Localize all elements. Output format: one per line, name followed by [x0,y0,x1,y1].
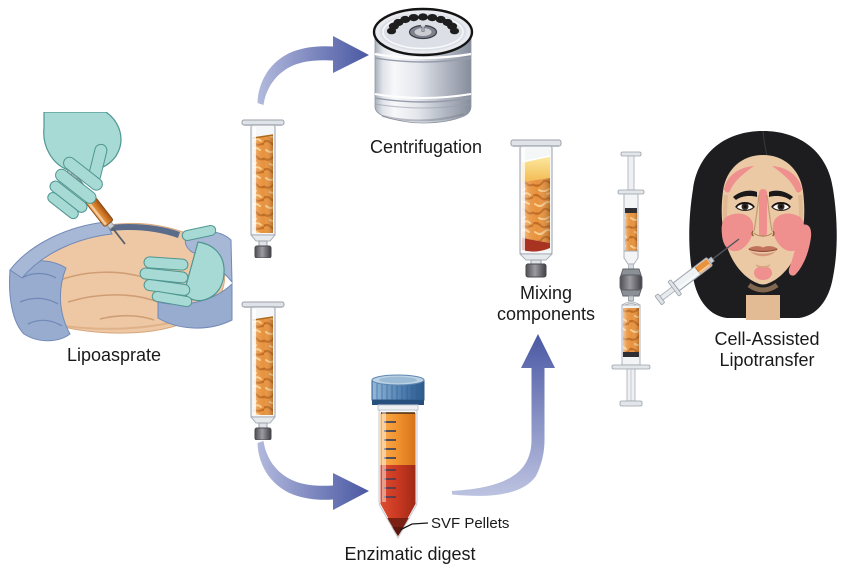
label-enzymatic-digest: Enzimatic digest [344,544,476,564]
liposuction-illustration [9,112,233,342]
skin-creases [59,271,159,321]
oil-layer [522,156,550,182]
label-svf-pellets: SVF Pellets [431,515,510,532]
label-cal-line2: Lipotransfer [719,350,815,370]
label-cell-assisted-lipotransfer: Cell-Assisted Lipotransfer [714,329,819,371]
luer-coupler [619,268,643,302]
blood-layer [522,238,550,252]
label-mixing-line2: components [496,304,596,324]
garment-edge [103,224,180,238]
label-centrifugation: Centrifugation [369,137,483,157]
label-mixing-line1: Mixing [519,283,572,303]
centrifuge-rotor [372,7,474,57]
fat-syringe-upper-icon [241,119,285,258]
centrifuge-icon [372,7,474,124]
pressing-hand [139,225,225,308]
lips [748,246,778,257]
holding-fingers [47,156,103,220]
falcon-tube-icon [371,374,429,540]
holding-hand [43,112,122,183]
coupled-syringes-icon [611,151,651,407]
face-illustration [654,130,837,320]
nose [751,194,775,237]
eyebrows [733,190,793,200]
tube-cap [372,400,424,405]
arrow-to-enzymatic-digest-icon [257,441,369,510]
fat-syringe-lower-icon [241,301,285,440]
arrow-to-centrifugation-icon [257,36,369,105]
centrifuged-syringe-icon [510,139,562,278]
tube-graduations [384,421,396,498]
eyes [735,201,791,211]
drape-left [9,260,71,342]
label-lipoaspirate: Lipoasprate [66,345,162,365]
label-mixing-components: Mixing components [497,283,595,325]
centrifuge-body [374,37,472,124]
svf-pellets-leader-line [399,522,429,531]
arrow-to-mixing-icon [452,334,555,496]
label-cal-line1: Cell-Assisted [714,329,820,349]
injection-areas [721,166,812,280]
injection-syringe [654,238,740,305]
drape-top-band [9,221,113,279]
